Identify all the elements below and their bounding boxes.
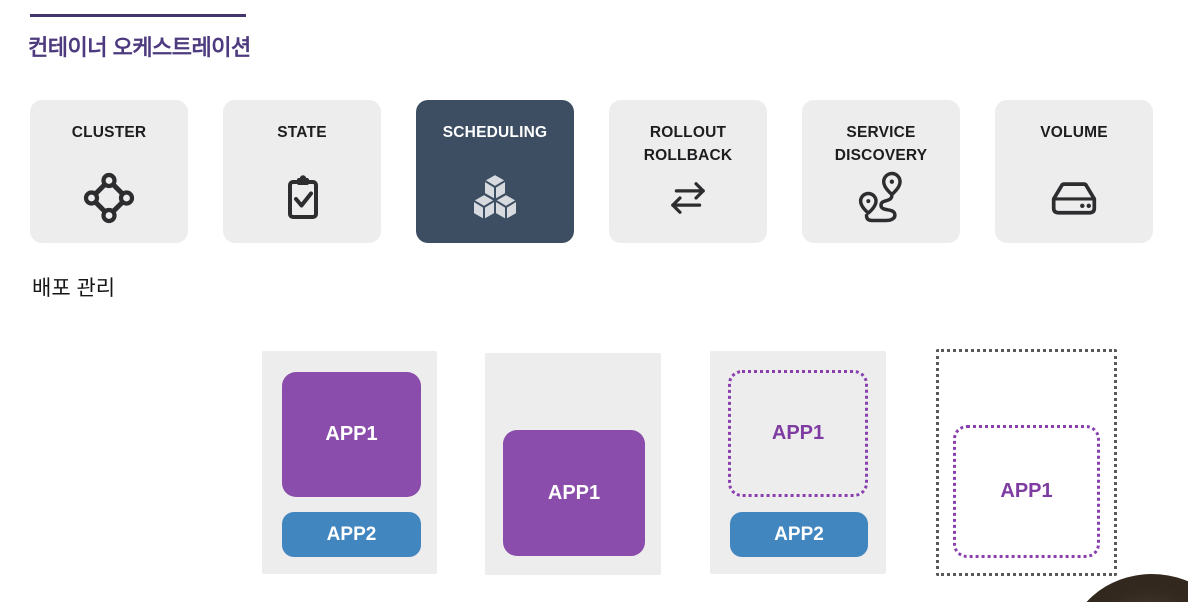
app1-box: APP1 [503,430,645,556]
card-label: VOLUME [995,121,1153,144]
disk-drive-icon [995,158,1153,237]
app1-box: APP1 [282,372,421,497]
section-label-deployment: 배포 관리 [32,277,116,300]
card-label-line: SERVICE [846,124,916,141]
card-label: SCHEDULING [416,121,574,144]
card-rollout-rollback: ROLLOUT ROLLBACK [609,100,767,243]
deployment-node-panel-3: APP1 APP2 [710,351,886,574]
card-label-line: ROLLOUT [649,124,727,141]
card-label-line: CLUSTER [71,124,147,141]
cluster-nodes-icon [30,158,188,237]
app1-dotted-box: APP1 [728,370,868,497]
card-label: STATE [223,121,381,144]
card-label-line: DISCOVERY [834,147,928,164]
card-label-line: ROLLBACK [643,147,733,164]
card-state: STATE [223,100,381,243]
deployment-node-panel-1: APP1 APP2 [262,351,437,574]
feature-cards-row: CLUSTER STATE [30,100,1153,243]
card-label-line: VOLUME [1040,124,1108,141]
card-service-discovery: SERVICE DISCOVERY [802,100,960,243]
card-cluster: CLUSTER [30,100,188,243]
card-volume: VOLUME [995,100,1153,243]
title-accent-rule [30,14,246,17]
page-title: 컨테이너 오케스트레이션 [28,35,251,60]
stacked-cubes-icon [416,158,574,237]
card-label-line: SCHEDULING [442,124,548,141]
presenter-head-overlay [1068,574,1188,602]
route-pins-icon [802,158,960,237]
app2-box: APP2 [730,512,868,557]
card-label: ROLLOUT ROLLBACK [609,121,767,167]
deployment-node-panel-4-dotted: APP1 [936,349,1117,576]
clipboard-check-icon [223,158,381,237]
card-label: CLUSTER [30,121,188,144]
card-label: SERVICE DISCOVERY [802,121,960,167]
card-label-line: STATE [277,124,327,141]
card-scheduling: SCHEDULING [416,100,574,243]
app1-dotted-box: APP1 [953,425,1100,558]
app2-box: APP2 [282,512,421,557]
swap-arrows-icon [609,158,767,237]
deployment-node-panel-2: APP1 [485,353,661,575]
